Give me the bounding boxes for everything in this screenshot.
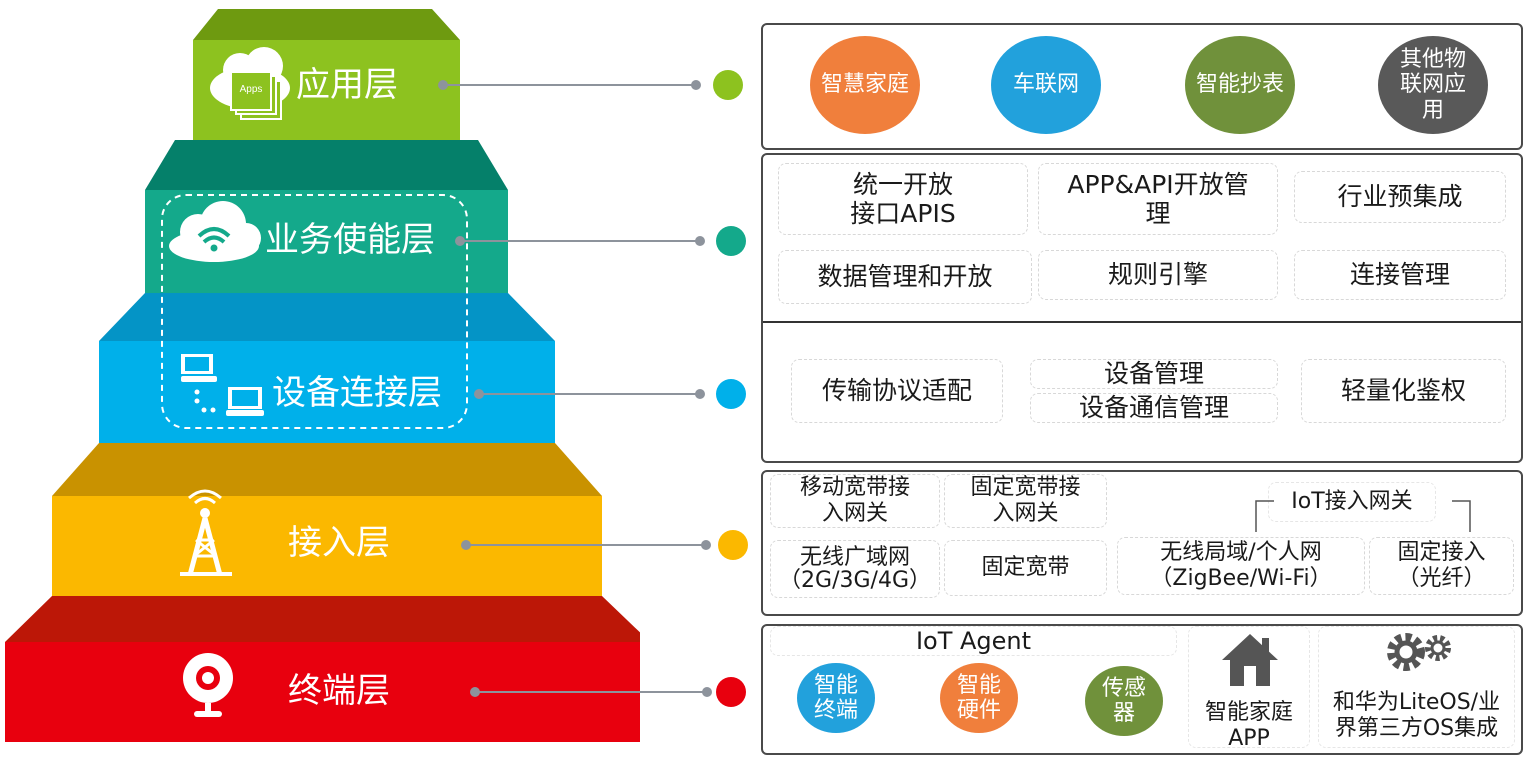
computer-network-icon [181,354,264,416]
app-layer-label: 应用层 [296,65,398,105]
app-connector-end [691,80,701,90]
app-layer-dot [713,70,743,100]
terminal-connector-start [470,687,480,697]
house-icon [1222,634,1278,686]
device-layer-dot [716,379,746,409]
enable-layer-dot [716,226,746,256]
terminal-smart-hw: 智能硬件 [940,663,1018,733]
access-layer-label: 接入层 [288,523,390,563]
device-comm: 设备通信管理 [1030,393,1278,423]
device-layer-top [99,293,555,341]
apps-icon-text: Apps [240,84,263,95]
access-lan: 无线局域/个人网（ZigBee/Wi-Fi） [1117,537,1365,595]
terminal-connector-line [475,691,707,693]
device-mgmt: 设备管理 [1030,359,1278,389]
device-auth: 轻量化鉴权 [1301,359,1506,423]
signal-tower-icon [180,489,232,576]
access-mobile-gw: 移动宽带接入网关 [770,474,940,528]
apps-cloud-icon: Apps [210,47,290,120]
highlight-dashed-box [161,194,468,429]
enable-layer-label: 业务使能层 [265,220,435,260]
enable-app-api: APP&API开放管理 [1038,163,1278,235]
enable-connector-line [460,240,700,242]
access-layer [52,496,602,596]
device-connector-start [474,389,484,399]
enable-device-separator [763,321,1521,323]
webcam-icon [183,653,233,717]
access-fixed-gw: 固定宽带接入网关 [944,474,1107,528]
device-layer-label: 设备连接层 [272,373,442,413]
app-smart-meter: 智能抄表 [1185,36,1295,134]
iot-gw-bracket [1255,500,1471,532]
enable-device-panel [761,153,1523,463]
access-layer-dot [718,530,748,560]
access-panel [761,470,1523,616]
enable-data: 数据管理和开放 [778,250,1032,304]
app-smart-home: 智慧家庭 [810,36,920,134]
enable-connector-end [695,236,705,246]
terminal-layer-dot [716,677,746,707]
enable-api: 统一开放接口APIS [778,163,1028,235]
device-connector-end [695,389,705,399]
terminal-smart-terminal: 智能终端 [797,663,875,733]
terminal-sensor: 传感器 [1085,666,1163,736]
terminal-layer-label: 终端层 [288,671,390,711]
app-layer-top [193,9,460,40]
app-iov: 车联网 [991,36,1101,134]
enable-layer-top [145,140,508,190]
enable-industry: 行业预集成 [1294,171,1506,223]
terminal-home-app: 智能家庭APP [1204,700,1293,752]
app-other-iot: 其他物联网应用 [1378,36,1488,134]
access-fixed-access: 固定接入（光纤） [1369,537,1514,595]
terminal-home-app-box [1188,626,1310,748]
terminal-iot-agent: IoT Agent [770,626,1177,656]
app-connector-start [438,80,448,90]
access-connector-start [461,540,471,550]
access-iot-gw: IoT接入网关 [1268,482,1436,522]
enable-conn-mgmt: 连接管理 [1294,250,1506,300]
gears-icon [1387,633,1451,671]
enable-connector-start [455,236,465,246]
enable-rules: 规则引擎 [1038,250,1278,300]
terminal-os-box [1318,626,1515,748]
app-connector-line [443,84,696,86]
device-protocol: 传输协议适配 [791,359,1003,423]
access-connector-end [701,540,711,550]
device-connector-line [479,393,700,395]
access-fixed-bb: 固定宽带 [944,540,1107,596]
wifi-cloud-icon [169,201,261,262]
access-layer-top [52,443,602,496]
terminal-layer-top [5,596,640,642]
access-wan: 无线广域网（2G/3G/4G） [770,540,940,598]
access-connector-line [466,544,706,546]
terminal-connector-end [702,687,712,697]
terminal-os: 和华为LiteOS/业界第三方OS集成 [1332,690,1501,742]
